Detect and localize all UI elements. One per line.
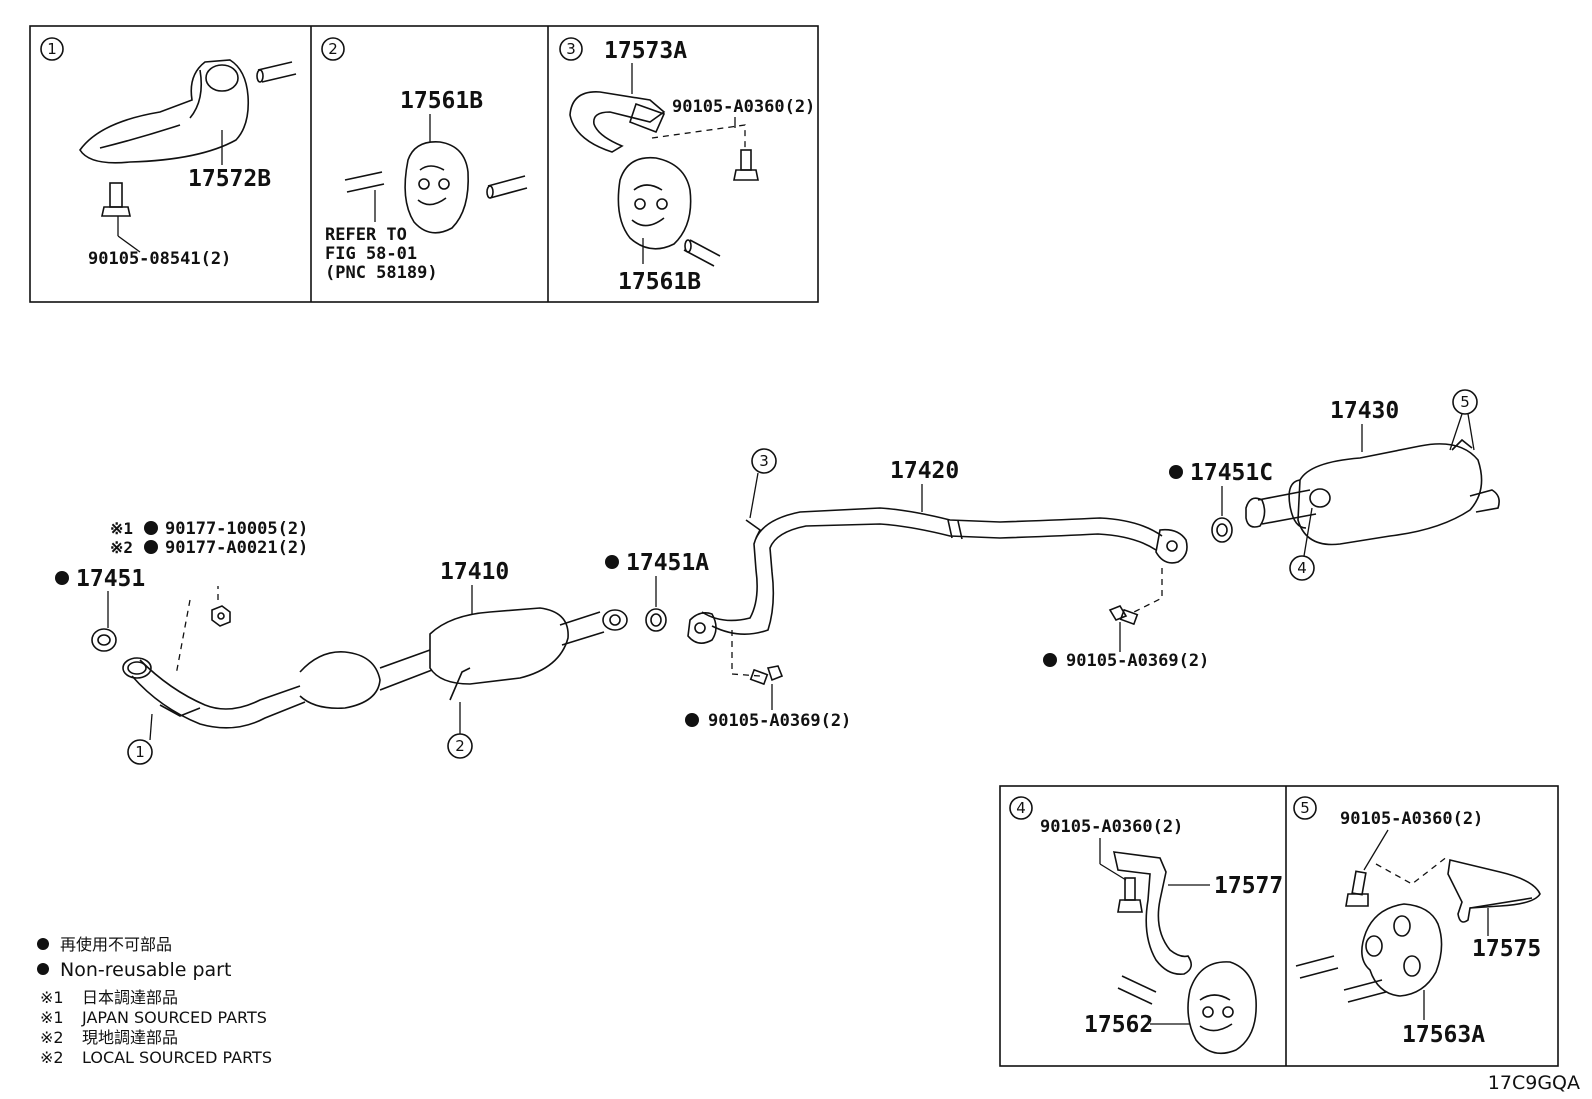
bracket-17573a <box>569 91 666 153</box>
callout-1 <box>127 739 153 765</box>
callout-4-number: 4 <box>1297 559 1307 577</box>
label-90177-10005: 90177-10005(2) <box>165 519 308 539</box>
label-17451c: 17451C <box>1190 460 1273 486</box>
non-reusable-dot-bolt-rear <box>1043 653 1057 667</box>
non-reusable-dot-17451a <box>605 555 619 569</box>
legend-line-5: 現地調達部品 <box>82 1028 178 1047</box>
legend-marker-5: ※2 <box>40 1028 64 1047</box>
label-17575: 17575 <box>1472 936 1541 962</box>
bolt-90105-a0360-top <box>733 149 759 181</box>
label-90105-a0360-i4: 90105-A0360(2) <box>1040 817 1183 837</box>
nut-90177 <box>211 605 231 627</box>
non-reusable-dot-17451 <box>55 571 69 585</box>
callout-2-number: 2 <box>455 737 465 755</box>
inset-3-number: 3 <box>566 40 576 58</box>
callout-3 <box>751 448 777 474</box>
label-90177-a0021: 90177-A0021(2) <box>165 538 308 558</box>
label-17420: 17420 <box>890 458 959 484</box>
bolt-90105-08541 <box>101 182 141 253</box>
note-1-marker: ※1 <box>110 519 133 538</box>
label-90105-a0360-top: 90105-A0360(2) <box>672 97 815 117</box>
label-90105-a0360-i5: 90105-A0360(2) <box>1340 809 1483 829</box>
label-pnc-58189: (PNC 58189) <box>325 263 438 283</box>
rubber-hanger-17561b <box>404 141 469 234</box>
legend-dot-1 <box>37 938 49 950</box>
legend-dot-2 <box>37 963 49 975</box>
bolt-90105-a0369-front <box>749 665 784 686</box>
label-refer-to: REFER TO <box>325 225 407 245</box>
non-reusable-dot-nut2 <box>144 540 158 554</box>
inset-3: 3 17573A 90105-A0360(2) 17561B <box>559 37 815 295</box>
inset-2-number: 2 <box>328 40 338 58</box>
label-17410: 17410 <box>440 559 509 585</box>
label-fig-58-01: FIG 58-01 <box>325 244 417 264</box>
label-17561b-bottom: 17561B <box>618 269 701 295</box>
non-reusable-dot-nut1 <box>144 521 158 535</box>
non-reusable-dot-17451c <box>1169 465 1183 479</box>
note-2-marker: ※2 <box>110 538 133 557</box>
label-17561b-top: 17561B <box>400 88 483 114</box>
callout-5-number: 5 <box>1460 393 1470 411</box>
inset-5-number: 5 <box>1300 799 1310 817</box>
legend-line-4: JAPAN SOURCED PARTS <box>81 1008 267 1027</box>
front-pipe-17410 <box>122 607 628 729</box>
label-17430: 17430 <box>1330 398 1399 424</box>
label-90105-08541: 90105-08541(2) <box>88 249 231 269</box>
bracket-17577 <box>1112 851 1192 976</box>
callout-4 <box>1289 555 1315 581</box>
bracket-17572b <box>79 59 250 164</box>
bracket-17575 <box>1447 859 1541 923</box>
inset-panels-bottom <box>999 785 1559 1067</box>
legend-line-6: LOCAL SOURCED PARTS <box>82 1048 272 1067</box>
label-17577: 17577 <box>1214 873 1283 899</box>
label-17563a: 17563A <box>1402 1022 1485 1048</box>
inset-4: 4 90105-A0360(2) 17577 17562 <box>1009 796 1283 1055</box>
legend-marker-4: ※1 <box>40 1008 64 1027</box>
legend-line-2: Non-reusable part <box>60 959 231 981</box>
inset-1: 1 17572B 90105-08541(2) <box>40 37 297 269</box>
inset-4-number: 4 <box>1016 799 1026 817</box>
inset-1-number: 1 <box>47 40 57 58</box>
pipe-stub-1 <box>256 61 297 83</box>
gasket-17451a <box>645 608 667 632</box>
gasket-17451c <box>1211 517 1233 543</box>
rubber-hanger-17563a <box>1361 903 1443 997</box>
bolt-90105-a0360-i5 <box>1345 870 1369 907</box>
callout-3-number: 3 <box>759 452 769 470</box>
pipe-stub-3 <box>683 239 721 267</box>
label-17572b: 17572B <box>188 166 271 192</box>
label-90105-a0369-front: 90105-A0369(2) <box>708 711 851 731</box>
diagram-code: 17C9GQA <box>1488 1072 1580 1094</box>
center-pipe-17420 <box>687 507 1188 644</box>
inset-panels-top <box>29 25 819 303</box>
pipe-stubs-2 <box>344 171 528 199</box>
legend-marker-3: ※1 <box>40 988 64 1007</box>
label-90105-a0369-rear: 90105-A0369(2) <box>1066 651 1209 671</box>
label-17562: 17562 <box>1084 1012 1153 1038</box>
label-17451: 17451 <box>76 566 145 592</box>
inset-2: 2 17561B REFER TO FIG 58-01 (PNC 58189) <box>321 37 528 283</box>
inset-5: 5 90105-A0360(2) 17575 17563A <box>1293 796 1541 1048</box>
muffler-17430 <box>1245 438 1500 546</box>
label-17573a: 17573A <box>604 38 687 64</box>
gasket-17451 <box>91 628 117 652</box>
legend-line-3: 日本調達部品 <box>82 988 178 1007</box>
legend-marker-6: ※2 <box>40 1048 64 1067</box>
label-17451a: 17451A <box>626 550 709 576</box>
legend: 再使用不可部品 Non-reusable part ※1 日本調達部品 ※1 J… <box>37 935 272 1067</box>
bolt-90105-a0360-i4 <box>1117 877 1143 913</box>
callout-2 <box>447 733 473 759</box>
non-reusable-dot-bolt-front <box>685 713 699 727</box>
callout-5 <box>1452 389 1478 415</box>
rubber-hanger-17562 <box>1187 961 1257 1055</box>
bolt-90105-a0369-rear <box>1108 605 1139 626</box>
legend-line-1: 再使用不可部品 <box>60 935 172 954</box>
callout-1-number: 1 <box>135 743 145 761</box>
rubber-hanger-17561b-2 <box>617 156 692 250</box>
